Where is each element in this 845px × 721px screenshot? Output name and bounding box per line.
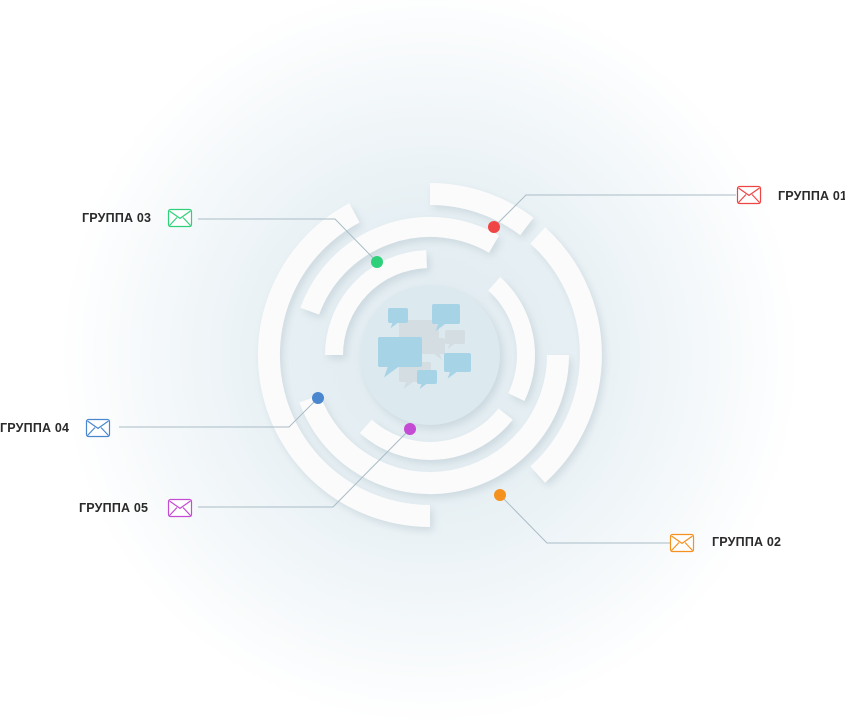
envelope-icons	[85, 185, 762, 553]
ring-arc-5	[300, 216, 499, 315]
chat-bubble-5	[388, 308, 408, 329]
group-dot-05	[404, 423, 416, 435]
group-dots	[312, 221, 506, 501]
group-dot-01	[488, 221, 500, 233]
chat-bubble-9	[417, 370, 437, 389]
chat-bubble-4	[445, 330, 465, 349]
chat-bubbles-icon	[378, 304, 471, 389]
connector-line-02	[499, 494, 670, 544]
chat-bubble-2	[421, 338, 445, 360]
ring-arc-8	[325, 250, 428, 356]
chat-bubble-6	[432, 304, 460, 331]
connector-line-01	[493, 194, 736, 228]
group-dot-04	[312, 392, 324, 404]
connector-line-05	[198, 428, 411, 508]
connector-line-04	[119, 397, 319, 428]
ring-arc-1	[429, 183, 534, 236]
group-label-03: ГРУППА 03	[82, 211, 152, 225]
ring-arcs	[257, 183, 602, 527]
envelope-icon	[167, 498, 193, 518]
group-label-04: ГРУППА 04	[0, 421, 70, 435]
ring-arc-3	[257, 203, 431, 527]
group-dot-02	[494, 489, 506, 501]
envelope-icon	[669, 533, 695, 553]
group-dot-03	[371, 256, 383, 268]
connector-line-03	[198, 218, 378, 263]
group-label-01: ГРУППА 01	[778, 189, 845, 203]
envelope-icon	[736, 185, 762, 205]
envelope-icon	[85, 418, 111, 438]
group-label-05: ГРУППА 05	[79, 501, 149, 515]
ring-arc-6	[488, 277, 535, 402]
envelope-icon	[167, 208, 193, 228]
ring-arc-7	[359, 408, 513, 460]
ring-arc-4	[299, 354, 569, 495]
group-label-02: ГРУППА 02	[712, 535, 782, 549]
ring-arc-2	[530, 227, 602, 483]
connector-lines	[119, 194, 736, 544]
chat-bubble-7	[378, 337, 422, 378]
chat-bubble-8	[444, 353, 471, 379]
